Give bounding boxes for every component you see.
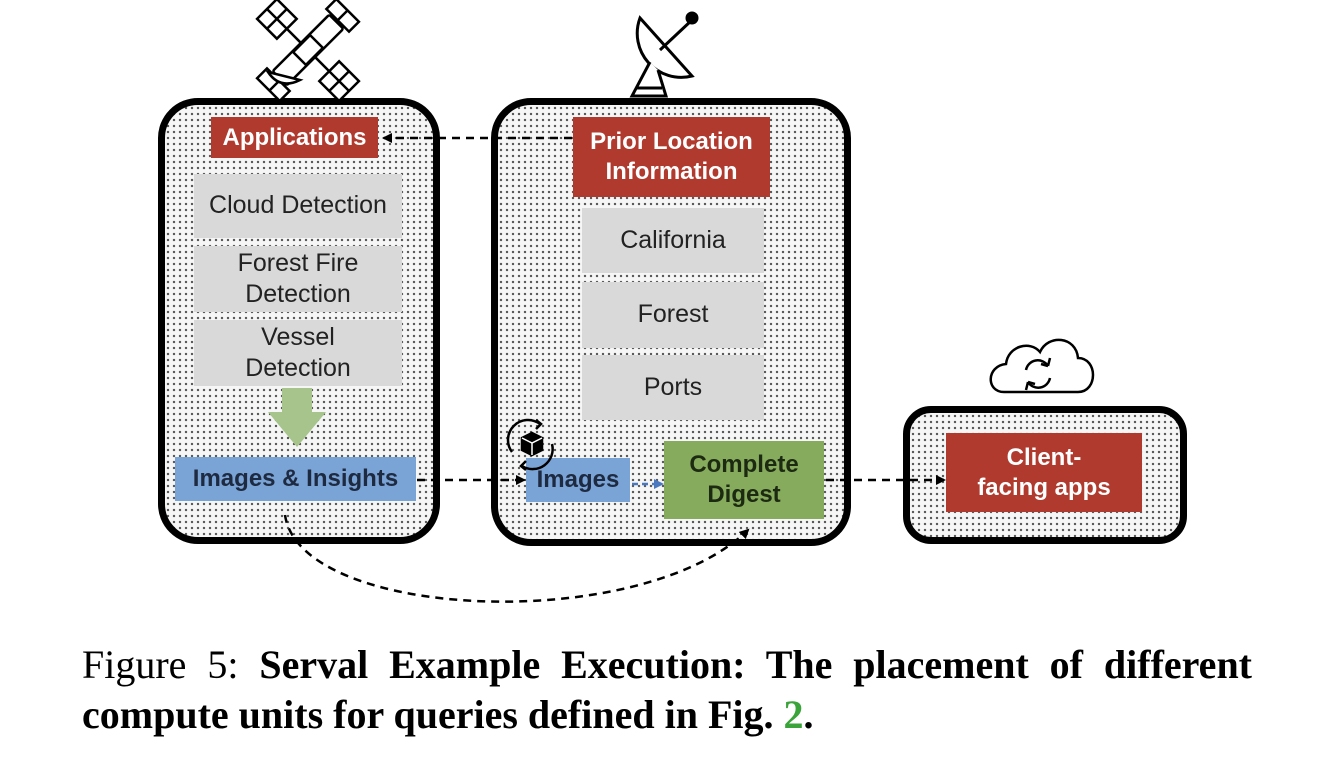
caption-bold-text: Serval Example Execution: The placement …: [82, 642, 1253, 737]
figure-caption: Figure 5: Serval Example Execution: The …: [82, 640, 1252, 740]
down-arrow-icon: [268, 388, 326, 447]
prior-location-label: Prior Location Information: [573, 117, 770, 197]
caption-prefix: Figure 5:: [82, 642, 260, 687]
images-label: Images: [526, 458, 630, 502]
app-vessel-detection: Vessel Detection: [194, 320, 402, 386]
cloud-sync-icon: [989, 338, 1095, 394]
satellite-dish-small-icon: [265, 70, 304, 91]
location-forest: Forest: [582, 282, 764, 348]
location-ports: Ports: [582, 355, 764, 420]
complete-digest-label: Complete Digest: [664, 441, 824, 519]
caption-suffix: .: [803, 692, 814, 737]
package-sync-icon: [506, 418, 554, 471]
satellite-icon: [255, 0, 361, 103]
location-california: California: [582, 208, 764, 273]
app-cloud-detection: Cloud Detection: [194, 174, 402, 238]
diagram-overlay: [255, 0, 1095, 603]
arrow-curved-insights-to-digest: [283, 514, 750, 603]
applications-label: Applications: [211, 117, 378, 158]
caption-figure-ref-link[interactable]: 2: [783, 692, 804, 737]
satellite-dish-icon: [629, 11, 699, 98]
images-insights-label: Images & Insights: [175, 457, 416, 501]
client-facing-apps-label: Client-facing apps: [946, 433, 1142, 512]
app-forest-fire-detection: Forest Fire Detection: [194, 246, 402, 312]
